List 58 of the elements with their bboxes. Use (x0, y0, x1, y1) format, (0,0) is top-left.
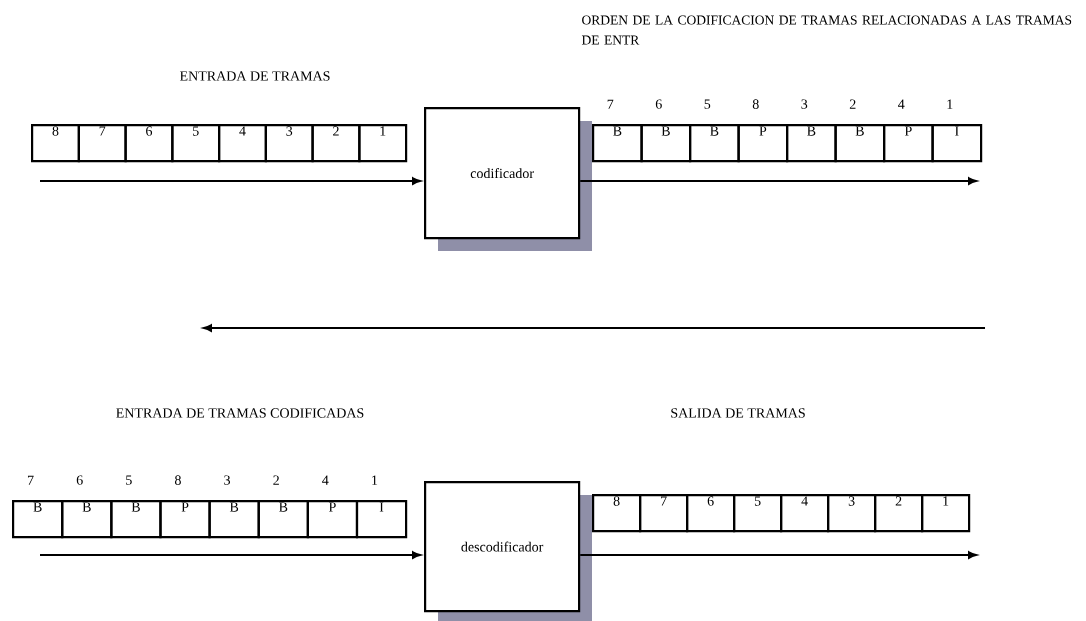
arrow (39, 177, 421, 185)
frame-cell: B (208, 500, 260, 539)
frame-number: 7 (607, 99, 614, 109)
heading: SALIDA DE TRAMAS (671, 408, 805, 418)
frame-cell: 4 (218, 124, 267, 163)
frame-cell: 8 (31, 124, 80, 163)
frame-cell: 4 (780, 494, 830, 533)
frame-cell: 6 (686, 494, 736, 533)
frame-number: 6 (655, 99, 662, 109)
frame-cell: 6 (124, 124, 174, 163)
frame-number: 3 (224, 475, 231, 485)
frame-number: 8 (752, 99, 759, 109)
frame-cell: 7 (77, 124, 127, 163)
frame-cell: B (257, 500, 309, 539)
frame-cell: P (737, 124, 789, 163)
frame-cell: 5 (171, 124, 221, 163)
heading: ENTRADA DE TRAMAS CODIFICADAS (116, 408, 364, 418)
frame-cell: 2 (874, 494, 924, 533)
frame-number: 4 (898, 99, 905, 109)
frame-number: 5 (126, 475, 132, 485)
arrow (579, 177, 977, 185)
frame-cell: P (306, 500, 359, 539)
frame-number: 1 (372, 475, 378, 485)
frame-cell: B (61, 500, 113, 539)
frame-cell: 5 (733, 494, 783, 533)
frame-cell: B (592, 124, 643, 163)
frame-cell: B (110, 500, 162, 539)
process-box: codificador (424, 107, 592, 251)
frame-cell: 3 (827, 494, 877, 533)
frame-cell: B (640, 124, 692, 163)
frame-cell: B (834, 124, 886, 163)
frame-cell: 2 (311, 124, 361, 163)
frame-cell: 8 (592, 494, 642, 533)
frame-cell: 1 (358, 124, 408, 163)
frame-cell: B (689, 124, 740, 163)
frame-number: 5 (704, 99, 711, 109)
frame-cell: 1 (921, 494, 971, 533)
frame-cell: 7 (639, 494, 689, 533)
process-box: descodificador (424, 481, 592, 621)
heading: ENTRADA DE TRAMAS (179, 71, 330, 81)
frame-cell: 3 (264, 124, 314, 163)
frame-cell: B (786, 124, 837, 163)
frame-cell: I (931, 124, 983, 163)
heading: ORDEN DE LA CODIFICACION DE TRAMAS RELACIONADAS A LAS TRAMAS DE ENTR (581, 15, 1072, 45)
frame-number: 7 (28, 475, 34, 485)
frame-cell: B (12, 500, 64, 539)
arrow (579, 551, 977, 559)
frame-number: 8 (175, 475, 181, 485)
arrow (39, 551, 421, 559)
frame-number: 6 (76, 475, 83, 485)
frame-number: 3 (801, 99, 808, 109)
frame-number: 2 (273, 475, 279, 485)
frame-cell: P (159, 500, 211, 539)
frame-number: 1 (947, 99, 953, 109)
frame-number: 2 (849, 99, 856, 109)
frame-cell: P (883, 124, 934, 163)
frame-cell: I (355, 500, 408, 539)
frame-number: 4 (322, 475, 329, 485)
